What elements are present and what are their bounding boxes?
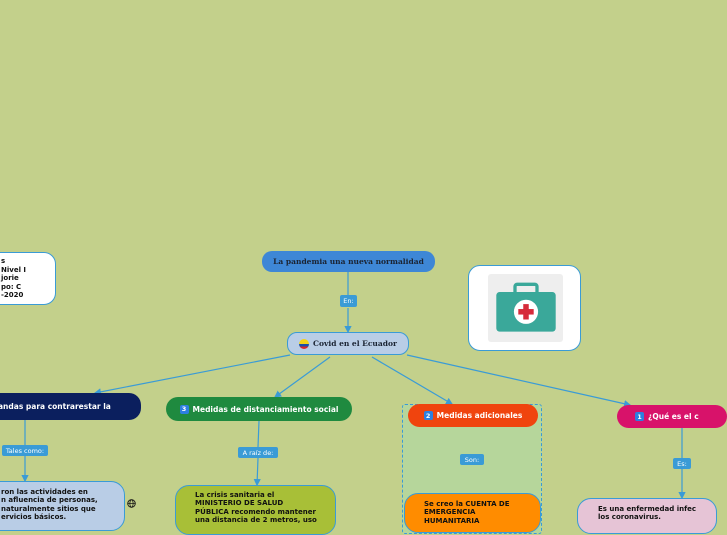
branch-title: Medidas de distanciamiento social (192, 404, 339, 414)
branch-medidas-adicionales[interactable]: 2 Medidas adicionales (408, 404, 538, 427)
branch-que-es-covid[interactable]: 1 ¿Qué es el c (617, 405, 727, 428)
central-topic[interactable]: Covid en el Ecuador (287, 332, 409, 355)
info-line: jorie (1, 274, 19, 283)
b4-link-label[interactable]: Es: (673, 458, 691, 469)
b3-child-node[interactable]: Se creo la CUENTA DE EMERGENCIA HUMANITA… (404, 493, 541, 533)
info-line: Nivel I (1, 265, 27, 274)
connector-central-b1 (93, 354, 291, 396)
b2-child-node[interactable]: La crisis sanitaria el MINISTERIO DE SAL… (175, 485, 336, 535)
b2-child-text: La crisis sanitaria el MINISTERIO DE SAL… (195, 491, 317, 525)
info-line: s (1, 257, 6, 265)
info-card[interactable]: s Nivel I jorie po: C -2020 (0, 252, 56, 305)
root-topic-title: La pandemia una nueva normalidad (273, 257, 424, 266)
connector-central-b2 (274, 356, 331, 398)
info-line: po: C (1, 282, 22, 291)
b1-link-label[interactable]: Tales como: (2, 445, 48, 456)
connector-b2-label (257, 420, 260, 448)
badge-3-icon: 3 (179, 404, 189, 414)
info-line: -2020 (1, 291, 24, 300)
b1-child-text: ron las actividades en n afluencia de pe… (1, 488, 98, 522)
connector-central-b3 (371, 356, 454, 405)
ecuador-flag-icon (299, 338, 310, 349)
image-card[interactable] (468, 265, 581, 351)
root-link-label[interactable]: En: (340, 295, 357, 307)
branch-title: ¿Qué es el c (648, 412, 699, 421)
badge-2-icon: 2 (423, 411, 433, 420)
b4-child-text: Es una enfermedad infec los coronavirus. (598, 505, 697, 522)
globe-icon (127, 499, 136, 508)
central-topic-title: Covid en el Ecuador (313, 339, 397, 348)
b4-child-node[interactable]: Es una enfermedad infec los coronavirus. (577, 498, 717, 534)
b2-link-label[interactable]: A raíz de: (238, 447, 278, 458)
root-topic[interactable]: La pandemia una nueva normalidad (262, 251, 435, 272)
badge-1-icon: 1 (635, 412, 644, 421)
connector-central-b4 (406, 354, 632, 408)
branch-medidas-contrarestar[interactable]: andas para contrarestar la (0, 393, 141, 420)
b3-link-label[interactable]: Son: (460, 454, 484, 465)
b1-child-node[interactable]: ron las actividades en n afluencia de pe… (0, 481, 125, 531)
branch-title: Medidas adicionales (436, 411, 523, 420)
b3-child-text: Se creo la CUENTA DE EMERGENCIA HUMANITA… (424, 500, 510, 525)
first-aid-kit-icon (496, 282, 556, 332)
branch-distanciamiento-social[interactable]: 3 Medidas de distanciamiento social (166, 397, 352, 421)
branch-title: andas para contrarestar la (0, 402, 111, 411)
connector-b2-child (253, 457, 261, 487)
